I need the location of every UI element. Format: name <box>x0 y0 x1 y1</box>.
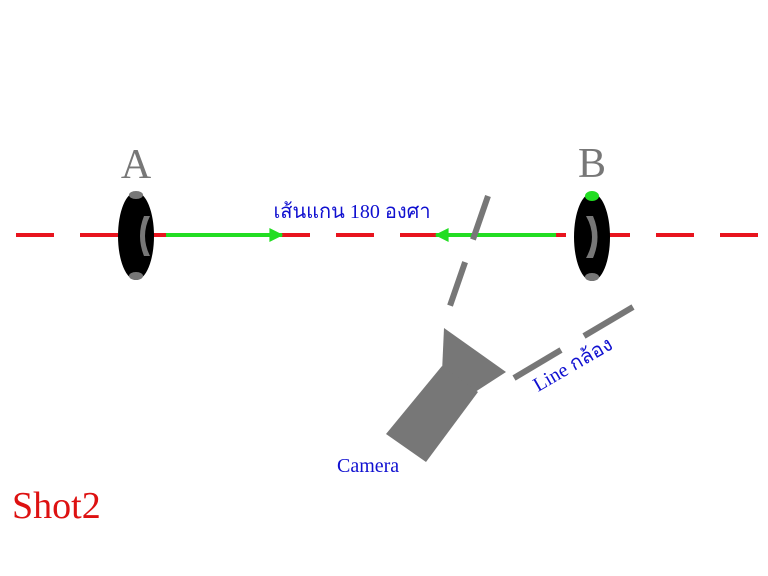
camera-label: Camera <box>337 455 399 477</box>
camera-sight-line <box>440 195 491 327</box>
camera-line-label: Line กล้อง <box>530 333 617 396</box>
camera-line-segment-1 <box>512 347 563 381</box>
camera-line-segment-2 <box>582 304 635 339</box>
label-b: B <box>578 141 606 187</box>
camera-icon <box>386 328 506 462</box>
label-a: A <box>121 142 152 188</box>
subject-a <box>118 191 154 280</box>
shot-label: Shot2 <box>12 485 101 527</box>
axis-label: เส้นแกน 180 องศา <box>273 201 430 223</box>
subject-b <box>574 191 610 281</box>
